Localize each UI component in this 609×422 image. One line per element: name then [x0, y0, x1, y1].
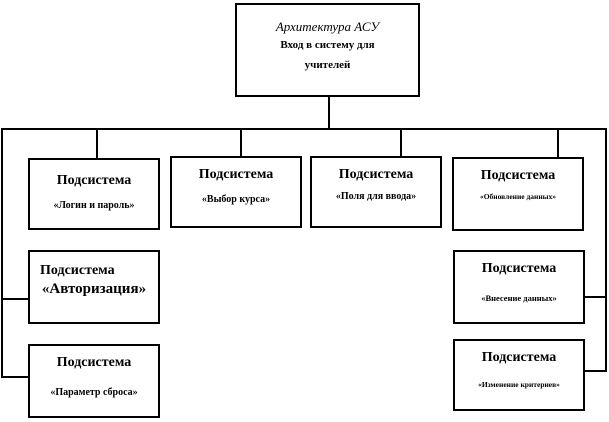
drop-line-update: [557, 129, 559, 157]
node-label: «Обновление данных»: [479, 192, 557, 201]
node-heading: Подсистема: [481, 261, 557, 276]
branch-line-reset: [1, 376, 28, 378]
node-authorization: Подсистема «Авторизация»: [28, 250, 160, 324]
branch-line-entry: [585, 296, 607, 298]
root-title: Архитектура АСУ: [275, 19, 380, 34]
drop-line-course: [240, 129, 242, 156]
root-node-architecture: Архитектура АСУ Вход в систему для учите…: [235, 3, 420, 97]
node-data-update: Подсистема «Обновление данных»: [452, 157, 584, 231]
drop-line-fields: [400, 129, 402, 156]
right-trunk-line: [605, 128, 607, 372]
node-heading: Подсистема: [40, 263, 115, 278]
node-course-select: Подсистема «Выбор курса»: [170, 156, 302, 228]
branch-line-auth: [1, 298, 28, 300]
node-input-fields: Подсистема «Поля для ввода»: [310, 156, 442, 228]
node-reset-parameter: Подсистема «Параметр сброса»: [28, 344, 160, 418]
node-label: «Изменение критериев»: [478, 380, 560, 389]
node-heading: Подсистема: [480, 168, 556, 183]
left-trunk-line: [1, 128, 3, 377]
node-label: «Логин и пароль»: [53, 200, 135, 211]
node-label: «Поля для ввода»: [335, 191, 417, 202]
node-data-entry: Подсистема «Внесение данных»: [453, 250, 585, 324]
node-heading: Подсистема: [56, 355, 132, 370]
node-label: «Выбор курса»: [201, 194, 271, 205]
drop-line-login: [96, 129, 98, 159]
node-heading: Подсистема: [198, 167, 274, 182]
node-heading: Подсистема: [56, 173, 132, 188]
node-label: «Параметр сброса»: [50, 387, 138, 398]
main-bus-line: [1, 128, 607, 130]
root-stem-line: [328, 97, 330, 129]
node-heading: Подсистема: [481, 350, 557, 365]
node-login-password: Подсистема «Логин и пароль»: [28, 158, 160, 230]
root-line-2: учителей: [304, 59, 351, 71]
branch-line-criteria: [585, 370, 607, 372]
node-label: «Внесение данных»: [481, 293, 557, 303]
node-criteria-change: Подсистема «Изменение критериев»: [453, 339, 585, 411]
node-label: «Авторизация»: [41, 281, 147, 297]
root-line-1: Вход в систему для: [280, 39, 375, 51]
node-heading: Подсистема: [338, 167, 414, 182]
